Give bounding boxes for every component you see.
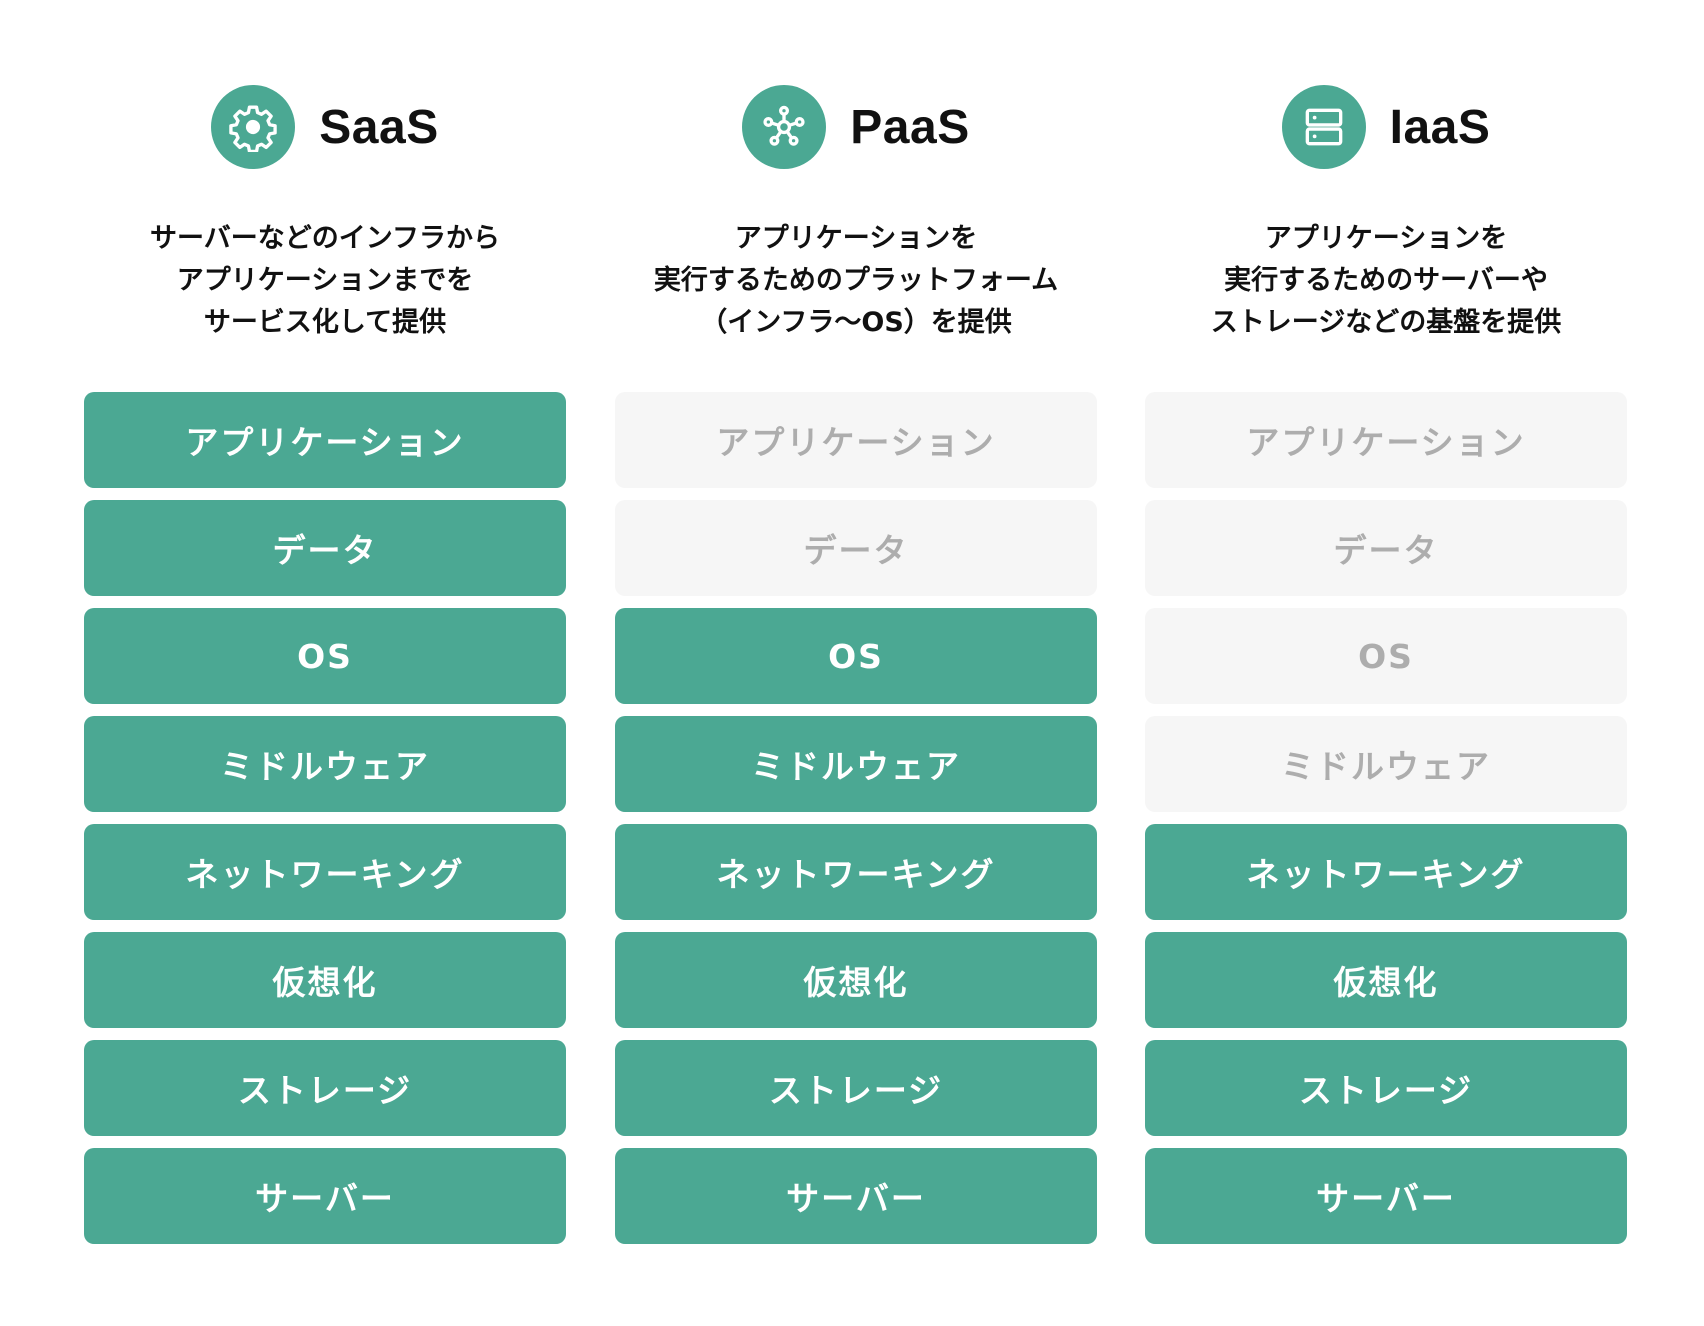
layer-server: サーバー: [1145, 1148, 1627, 1244]
paas-layer-stack: アプリケーション データ OS ミドルウェア ネットワーキング 仮想化 ストレー…: [615, 392, 1097, 1256]
layer-os: OS: [1145, 608, 1627, 704]
description-line: （インフラ〜OS）を提供: [700, 307, 1012, 338]
layer-application: アプリケーション: [84, 392, 566, 488]
network-nodes-icon: [742, 85, 827, 169]
layer-application: アプリケーション: [615, 392, 1097, 488]
layer-application: アプリケーション: [1145, 392, 1627, 488]
paas-description: アプリケーションを 実行するためのプラットフォーム （インフラ〜OS）を提供: [585, 218, 1127, 344]
layer-server: サーバー: [84, 1148, 566, 1244]
layer-data: データ: [84, 500, 566, 596]
layer-middleware: ミドルウェア: [84, 716, 566, 812]
description-line: サーバーなどのインフラから: [150, 223, 500, 254]
iaas-title: IaaS: [1389, 100, 1491, 154]
layer-server: サーバー: [615, 1148, 1097, 1244]
saas-layer-stack: アプリケーション データ OS ミドルウェア ネットワーキング 仮想化 ストレー…: [84, 392, 566, 1256]
description-line: アプリケーションを: [1264, 223, 1508, 254]
paas-title: PaaS: [850, 100, 970, 154]
layer-data: データ: [1145, 500, 1627, 596]
layer-virtualization: 仮想化: [1145, 932, 1627, 1028]
layer-os: OS: [84, 608, 566, 704]
saas-header: SaaS: [84, 84, 566, 170]
iaas-header: IaaS: [1145, 84, 1627, 170]
description-line: 実行するためのサーバーや: [1224, 265, 1548, 296]
layer-networking: ネットワーキング: [615, 824, 1097, 920]
saas-title: SaaS: [319, 100, 439, 154]
paas-header: PaaS: [615, 84, 1097, 170]
layer-virtualization: 仮想化: [615, 932, 1097, 1028]
layer-middleware: ミドルウェア: [615, 716, 1097, 812]
layer-networking: ネットワーキング: [84, 824, 566, 920]
saas-description: サーバーなどのインフラから アプリケーションまでを サービス化して提供: [54, 218, 596, 344]
server-icon: [1281, 85, 1366, 169]
iaas-layer-stack: アプリケーション データ OS ミドルウェア ネットワーキング 仮想化 ストレー…: [1145, 392, 1627, 1256]
layer-storage: ストレージ: [1145, 1040, 1627, 1136]
layer-os: OS: [615, 608, 1097, 704]
description-line: ストレージなどの基盤を提供: [1210, 307, 1562, 338]
description-line: サービス化して提供: [203, 307, 447, 338]
layer-networking: ネットワーキング: [1145, 824, 1627, 920]
layer-storage: ストレージ: [615, 1040, 1097, 1136]
iaas-description: アプリケーションを 実行するためのサーバーや ストレージなどの基盤を提供: [1115, 218, 1657, 344]
description-line: アプリケーションまでを: [176, 265, 474, 296]
description-line: 実行するためのプラットフォーム: [653, 265, 1059, 296]
layer-storage: ストレージ: [84, 1040, 566, 1136]
layer-virtualization: 仮想化: [84, 932, 566, 1028]
gear-icon: [211, 85, 296, 169]
layer-middleware: ミドルウェア: [1145, 716, 1627, 812]
layer-data: データ: [615, 500, 1097, 596]
description-line: アプリケーションを: [734, 223, 978, 254]
